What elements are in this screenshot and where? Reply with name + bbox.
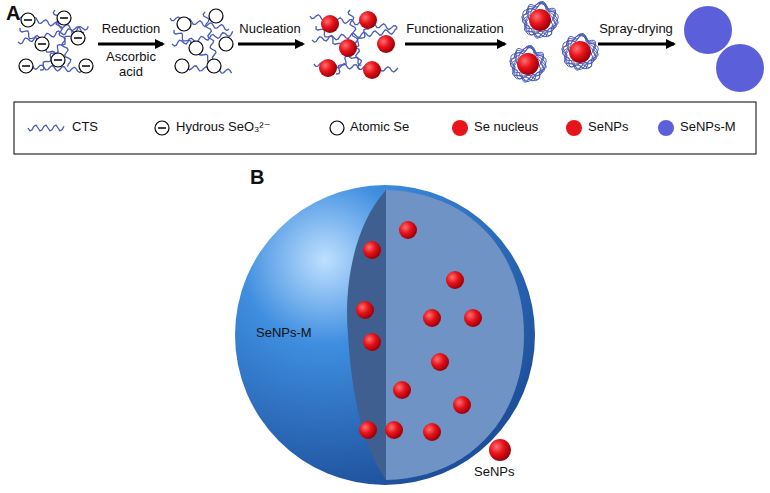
se-particle	[385, 421, 403, 439]
se-particle	[319, 59, 337, 77]
se-particle	[339, 39, 357, 57]
atomic-se	[189, 41, 203, 55]
atomic-se	[175, 59, 189, 73]
atomic-se	[219, 37, 233, 51]
legend-text: CTS	[72, 120, 98, 135]
legend-swatch	[658, 120, 674, 136]
senps-m-particle	[716, 44, 764, 92]
selenite-ion	[19, 59, 33, 73]
chitosan-coating	[510, 46, 546, 82]
se-particle	[363, 61, 381, 79]
minus-sign	[54, 59, 62, 61]
se-particle	[489, 439, 511, 461]
legend-text: Hydrous SeO₃²⁻	[176, 120, 271, 135]
stage-drawings	[16, 2, 598, 83]
atomic-se	[209, 9, 223, 23]
legend-frame	[14, 102, 756, 154]
minus-sign	[74, 37, 82, 39]
chitosan-chain	[174, 30, 213, 62]
selenite-ion	[51, 53, 65, 67]
chitosan-coating	[563, 35, 598, 70]
se-particle	[453, 396, 471, 414]
selenite-ion	[35, 37, 49, 51]
senps-particles	[356, 221, 511, 461]
chitosan-chain	[316, 26, 362, 65]
step-label: Spray-drying	[599, 22, 673, 37]
se-particle	[359, 11, 377, 29]
legend-text: Se nucleus	[474, 120, 538, 135]
legend-swatch	[452, 120, 468, 136]
se-particle	[423, 423, 441, 441]
se-particle	[363, 333, 381, 351]
se-particle	[446, 271, 464, 289]
se-particle	[321, 15, 339, 33]
structure-label: SeNPs-M	[256, 326, 312, 341]
se-particle	[517, 53, 539, 75]
minus-sign	[82, 65, 90, 67]
chitosan-coating	[511, 47, 546, 82]
minus-sign	[38, 43, 46, 45]
legend-swatch	[566, 120, 582, 136]
minus-sign	[24, 19, 32, 21]
minus-sign	[60, 17, 68, 19]
se-particle	[363, 241, 381, 259]
se-particle	[569, 41, 591, 63]
se-particle	[464, 309, 482, 327]
selenite-ion	[21, 13, 35, 27]
se-particle	[377, 35, 395, 53]
se-particle	[393, 381, 411, 399]
step-label: Functionalization	[406, 22, 504, 37]
se-particle	[356, 301, 374, 319]
selenite-ion	[57, 11, 71, 25]
reagent-label: Ascorbic acid	[99, 50, 163, 80]
legend-text: SeNPs	[588, 120, 628, 135]
chitosan-coating	[562, 34, 598, 70]
se-particle	[529, 9, 551, 31]
legend-text: Atomic Se	[350, 120, 409, 135]
panel-letter: A	[6, 2, 20, 25]
senps-m-particle	[684, 6, 732, 54]
minus-sign	[22, 65, 30, 67]
legend-text: SeNPs-M	[680, 120, 736, 135]
atomic-se	[207, 59, 221, 73]
chitosan-coating	[523, 3, 558, 38]
step-label: Reduction	[102, 22, 161, 37]
legend-symbols	[28, 121, 344, 135]
selenite-ion	[79, 59, 93, 73]
se-particle	[399, 221, 417, 239]
step-label: Nucleation	[239, 22, 300, 37]
chitosan-chain	[28, 125, 64, 131]
chitosan-coating	[522, 2, 558, 38]
microsphere-cutaway	[235, 185, 535, 485]
panel-letter: B	[250, 166, 264, 189]
se-particle	[359, 421, 377, 439]
atomic-se	[177, 17, 191, 31]
process-arrows	[98, 43, 674, 46]
se-particle	[423, 309, 441, 327]
se-particle	[431, 353, 449, 371]
selenite-ion	[71, 31, 85, 45]
particle-label: SeNPs	[474, 465, 514, 480]
